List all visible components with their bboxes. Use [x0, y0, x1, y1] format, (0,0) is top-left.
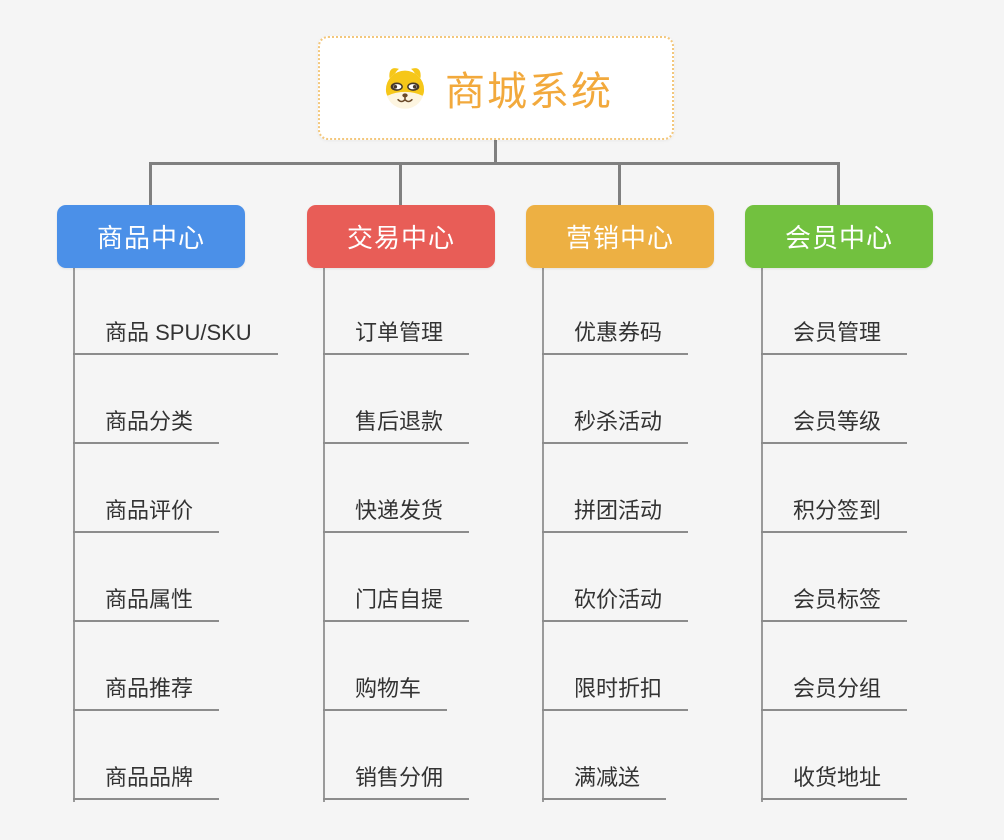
- connector-bus: [150, 162, 838, 165]
- leaf-node[interactable]: 购物车: [323, 675, 448, 711]
- leaf-node[interactable]: 快递发货: [323, 497, 470, 533]
- branch-node-marketing-center[interactable]: 营销中心: [526, 205, 714, 268]
- leaf-node[interactable]: 会员管理: [761, 319, 908, 355]
- leaf-node[interactable]: 拼团活动: [542, 497, 689, 533]
- trunk-trade: [323, 268, 325, 802]
- leaf-node[interactable]: 门店自提: [323, 586, 470, 622]
- leaf-node[interactable]: 订单管理: [323, 319, 470, 355]
- branch-label: 营销中心: [565, 223, 674, 253]
- leaf-node[interactable]: 售后退款: [323, 408, 470, 444]
- leaf-node[interactable]: 商品推荐: [73, 675, 220, 711]
- leaf-node[interactable]: 商品 SPU/SKU: [73, 319, 278, 355]
- leaf-node[interactable]: 会员分组: [761, 675, 908, 711]
- leaf-node[interactable]: 销售分佣: [323, 764, 470, 800]
- branch-label: 会员中心: [784, 223, 893, 253]
- leaf-node[interactable]: 商品分类: [73, 408, 220, 444]
- leaf-node[interactable]: 积分签到: [761, 497, 908, 533]
- branch-label: 商品中心: [96, 223, 205, 253]
- trunk-product: [73, 268, 75, 802]
- root-node[interactable]: 商城系统: [318, 36, 674, 140]
- leaf-node[interactable]: 秒杀活动: [542, 408, 689, 444]
- branch-label: 交易中心: [346, 223, 455, 253]
- leaf-node[interactable]: 商品品牌: [73, 764, 220, 800]
- leaf-column-member: 会员管理 会员等级 积分签到 会员标签 会员分组 收货地址: [761, 268, 991, 808]
- branch-node-trade-center[interactable]: 交易中心: [307, 205, 495, 268]
- branch-node-product-center[interactable]: 商品中心: [57, 205, 245, 268]
- connector-root-stem: [494, 140, 497, 163]
- leaf-node[interactable]: 砍价活动: [542, 586, 689, 622]
- leaf-node[interactable]: 商品评价: [73, 497, 220, 533]
- branch-node-member-center[interactable]: 会员中心: [745, 205, 933, 268]
- leaf-node[interactable]: 限时折扣: [542, 675, 689, 711]
- leaf-column-marketing: 优惠券码 秒杀活动 拼团活动 砍价活动 限时折扣 满减送: [542, 268, 772, 808]
- leaf-column-product: 商品 SPU/SKU 商品分类 商品评价 商品属性 商品推荐 商品品牌: [73, 268, 303, 808]
- connector-drop-marketing: [618, 162, 621, 206]
- leaf-node[interactable]: 会员等级: [761, 408, 908, 444]
- leaf-column-trade: 订单管理 售后退款 快递发货 门店自提 购物车 销售分佣: [323, 268, 553, 808]
- leaf-node[interactable]: 收货地址: [761, 764, 908, 800]
- connector-drop-product: [149, 162, 152, 206]
- leaf-node[interactable]: 优惠券码: [542, 319, 689, 355]
- connector-drop-member: [837, 162, 840, 206]
- leaf-node[interactable]: 商品属性: [73, 586, 220, 622]
- trunk-member: [761, 268, 763, 802]
- connector-drop-trade: [399, 162, 402, 206]
- doge-icon: [379, 62, 431, 114]
- leaf-node[interactable]: 满减送: [542, 764, 667, 800]
- trunk-marketing: [542, 268, 544, 802]
- leaf-node[interactable]: 会员标签: [761, 586, 908, 622]
- root-node-label: 商城系统: [445, 70, 613, 114]
